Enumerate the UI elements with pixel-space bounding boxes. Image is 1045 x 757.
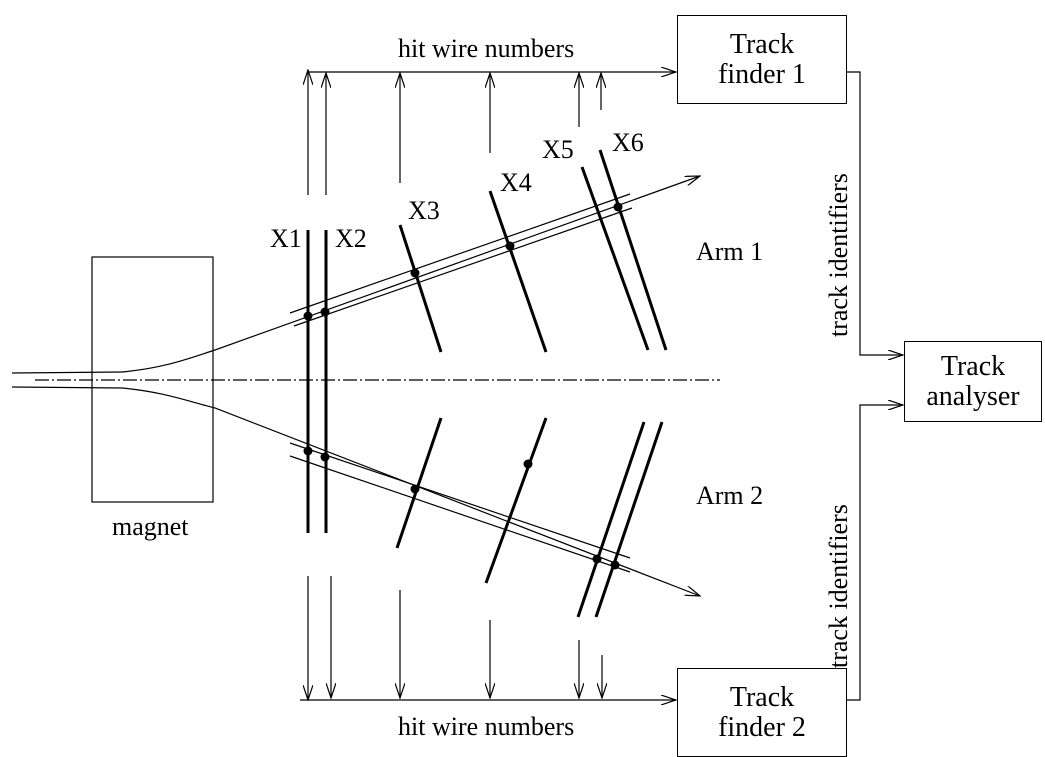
arm2-road-upper [289, 442, 631, 559]
arm1-label: Arm 1 [696, 237, 764, 266]
hit-dot [592, 554, 602, 564]
arm1-road-lower [293, 207, 633, 327]
arm2-road-lower [289, 455, 631, 573]
hit-dot [613, 202, 623, 212]
chamber-x5-upper [580, 166, 650, 351]
beam-in-lower [11, 386, 123, 389]
track-finder-2-line2: finder 2 [718, 711, 806, 743]
magnet-label: magnet [112, 512, 189, 541]
chamber-x4-lower [484, 417, 548, 584]
track-identifiers-top-label: track identifiers [824, 173, 853, 337]
track-finder-1-line1: Track [729, 29, 795, 61]
finder2-to-analyser [846, 405, 903, 701]
hit-dot [410, 268, 420, 278]
finder1-to-analyser [846, 71, 903, 355]
chamber-x1-label: X1 [270, 224, 302, 253]
track-analyser-box: Track analyser [904, 341, 1042, 422]
chamber-x5-lower [576, 421, 646, 618]
track-finder-2-box: Track finder 2 [677, 668, 847, 757]
arm1-track-curve [121, 176, 700, 373]
chamber-x5-label: X5 [542, 135, 574, 164]
arm1-road-upper [289, 193, 631, 314]
track-finder-1-box: Track finder 1 [677, 15, 847, 104]
track-finder-1-line2: finder 1 [718, 58, 806, 90]
hit-dot [320, 452, 330, 462]
hit-dot [523, 459, 533, 469]
beam-in-upper [11, 371, 123, 374]
hit-wire-numbers-top-label: hit wire numbers [398, 34, 575, 63]
hit-dot [610, 560, 620, 570]
hit-dot [410, 484, 420, 494]
chamber-x4-upper [488, 190, 548, 353]
hit-dot [320, 307, 330, 317]
hit-wire-numbers-bottom-label: hit wire numbers [398, 712, 575, 741]
chamber-x6-lower [594, 421, 664, 618]
chamber-x3-label: X3 [408, 196, 440, 225]
chamber-x2-label: X2 [335, 224, 367, 253]
track-finder-2-line1: Track [729, 682, 795, 714]
chamber-x3-lower [395, 417, 443, 549]
chamber-x6-label: X6 [612, 128, 644, 157]
hit-dots [303, 202, 623, 570]
chamber-x6-upper [598, 149, 668, 351]
arm2-label: Arm 2 [696, 481, 764, 510]
chamber-x4-label: X4 [500, 168, 532, 197]
hit-dot [303, 446, 313, 456]
track-identifiers-bottom-label: track identifiers [824, 504, 853, 668]
arm2-track-curve [121, 387, 700, 596]
hit-dot [505, 241, 515, 251]
chamber-x3-upper [398, 224, 443, 353]
track-analyser-line2: analyser [926, 380, 1020, 412]
hit-dot [303, 311, 313, 321]
track-analyser-line1: Track [940, 351, 1006, 383]
